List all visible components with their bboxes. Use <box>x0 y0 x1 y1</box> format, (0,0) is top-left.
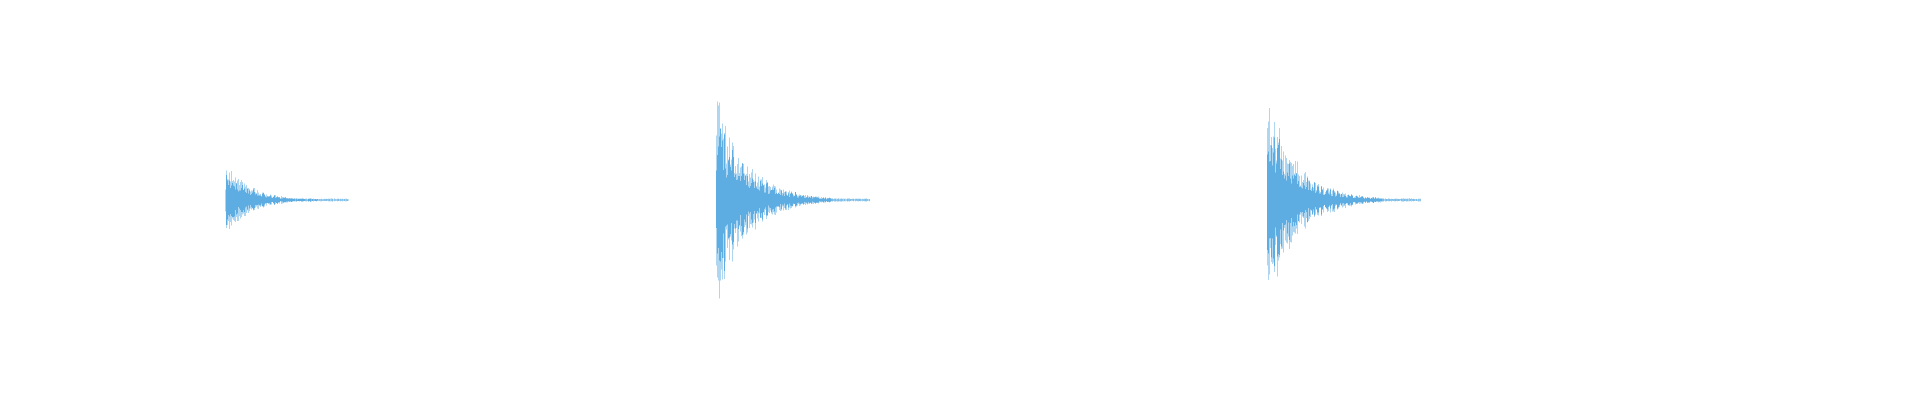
waveform-burst-1 <box>225 170 349 229</box>
waveform-burst-2 <box>715 101 871 299</box>
waveform-bars <box>225 101 1422 299</box>
waveform-burst-3 <box>1266 108 1422 280</box>
